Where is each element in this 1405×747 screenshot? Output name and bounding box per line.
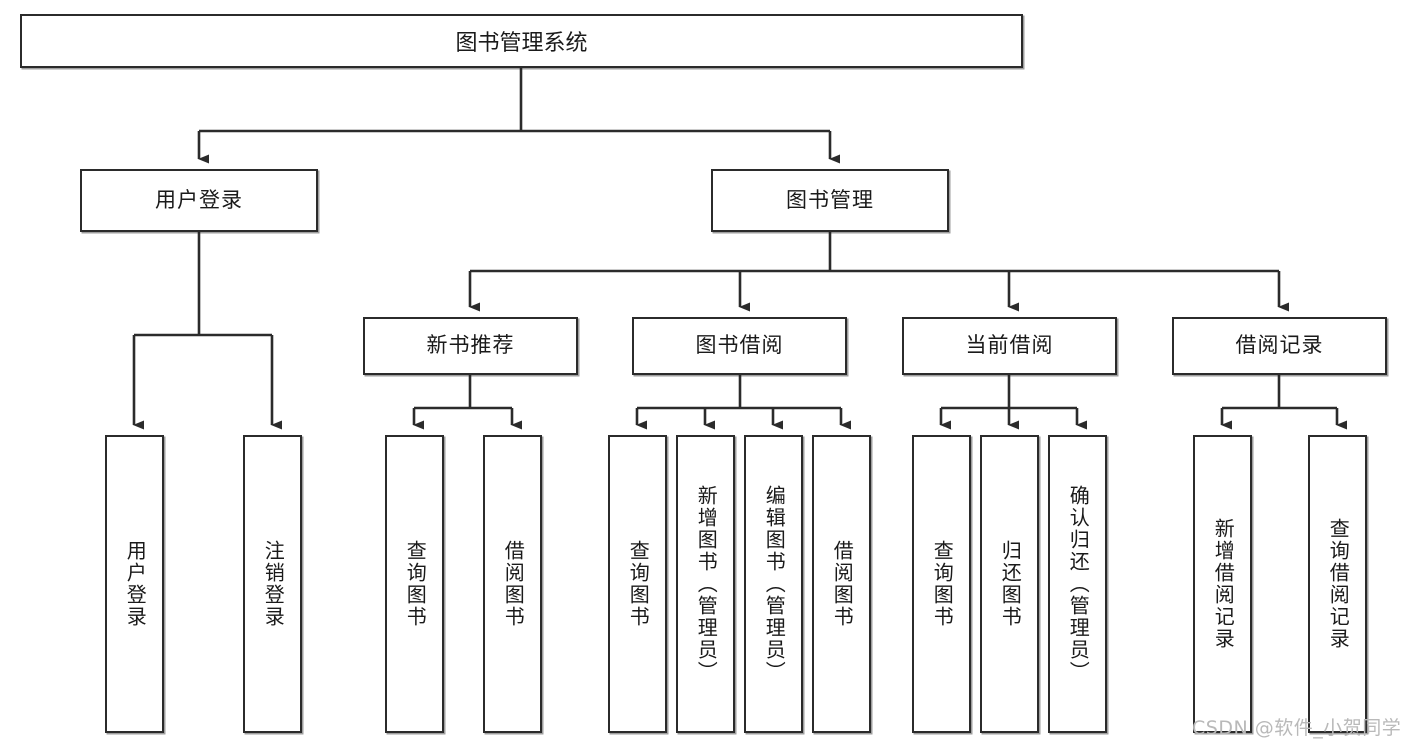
node-label: 图书管理 xyxy=(786,187,874,212)
node-label: 编辑图书（管理员） xyxy=(762,485,787,683)
leaf-borrow-borrow-book[interactable]: 借阅图书 xyxy=(812,435,871,733)
node-book-borrow[interactable]: 图书借阅 xyxy=(632,317,847,375)
node-label: 借阅记录 xyxy=(1235,333,1324,358)
node-current-borrow[interactable]: 当前借阅 xyxy=(902,317,1117,375)
node-label: 新书推荐 xyxy=(426,333,515,358)
node-label: 归还图书 xyxy=(998,540,1023,628)
leaf-new-books-query[interactable]: 查询图书 xyxy=(385,435,444,733)
node-label: 新增借阅记录 xyxy=(1211,518,1236,650)
node-label: 当前借阅 xyxy=(965,333,1054,358)
node-label: 新增图书（管理员） xyxy=(694,485,719,683)
node-borrow-records[interactable]: 借阅记录 xyxy=(1172,317,1387,375)
node-label: 注销登录 xyxy=(261,540,286,628)
node-label: 查询借阅记录 xyxy=(1326,518,1351,650)
node-system-root[interactable]: 图书管理系统 xyxy=(20,14,1023,68)
node-label: 查询图书 xyxy=(930,540,955,628)
leaf-user-login-signin[interactable]: 用户登录 xyxy=(105,435,164,733)
leaf-current-return[interactable]: 归还图书 xyxy=(980,435,1039,733)
node-label: 查询图书 xyxy=(403,540,428,628)
node-user-login[interactable]: 用户登录 xyxy=(80,169,318,232)
leaf-current-confirm-return[interactable]: 确认归还（管理员） xyxy=(1048,435,1107,733)
leaf-user-login-signout[interactable]: 注销登录 xyxy=(243,435,302,733)
leaf-current-query[interactable]: 查询图书 xyxy=(912,435,971,733)
node-new-book-recommend[interactable]: 新书推荐 xyxy=(363,317,578,375)
leaf-borrow-query[interactable]: 查询图书 xyxy=(608,435,667,733)
leaf-borrow-edit-book[interactable]: 编辑图书（管理员） xyxy=(744,435,803,733)
node-label: 借阅图书 xyxy=(830,540,855,628)
node-label: 查询图书 xyxy=(626,540,651,628)
leaf-records-add[interactable]: 新增借阅记录 xyxy=(1193,435,1252,733)
node-label: 图书管理系统 xyxy=(455,31,588,56)
node-label: 确认归还（管理员） xyxy=(1066,485,1091,683)
node-label: 用户登录 xyxy=(155,187,243,212)
leaf-records-query[interactable]: 查询借阅记录 xyxy=(1308,435,1367,733)
leaf-new-books-borrow[interactable]: 借阅图书 xyxy=(483,435,542,733)
node-book-management[interactable]: 图书管理 xyxy=(711,169,949,232)
node-label: 图书借阅 xyxy=(695,333,784,358)
node-label: 用户登录 xyxy=(123,540,148,628)
csdn-watermark: CSDN @软件_小贺同学 xyxy=(1192,717,1402,739)
node-label: 借阅图书 xyxy=(501,540,526,628)
leaf-borrow-add-book[interactable]: 新增图书（管理员） xyxy=(676,435,735,733)
